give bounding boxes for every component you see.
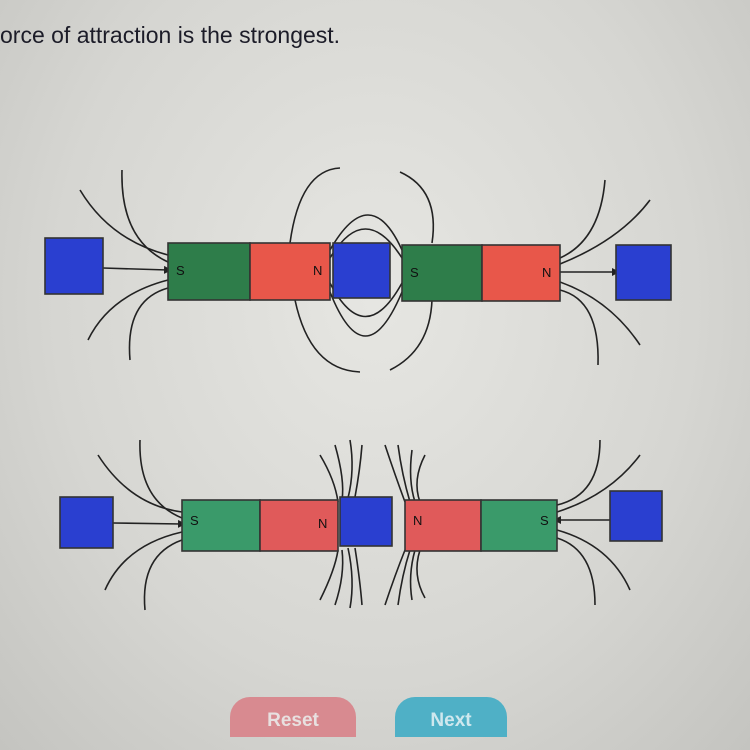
pole-label: N (413, 513, 422, 528)
steel-block-right (609, 490, 663, 542)
magnet-south (181, 499, 261, 552)
magnet-north (249, 242, 331, 301)
steel-block-middle (339, 496, 393, 547)
steel-block-left (44, 237, 104, 295)
steel-block-right (615, 244, 672, 301)
diagram-2[interactable]: S N N S (59, 439, 663, 611)
magnet-south (401, 244, 483, 302)
steel-block-left (59, 496, 114, 549)
pole-label: N (542, 265, 551, 280)
diagram-1[interactable]: S N S N (44, 167, 672, 373)
pole-label: N (318, 516, 327, 531)
magnet-north (481, 244, 561, 302)
magnet-north (404, 499, 482, 552)
magnet-south (480, 499, 558, 552)
pole-label: S (176, 263, 185, 278)
pole-label: S (190, 513, 199, 528)
steel-block-middle (332, 242, 391, 299)
next-button[interactable]: Next (395, 697, 507, 737)
question-prompt: orce of attraction is the strongest. (0, 22, 341, 48)
pole-label: N (313, 263, 322, 278)
field-lines (97, 439, 641, 611)
pole-label: S (540, 513, 549, 528)
magnet-north (259, 499, 339, 552)
pole-label: S (410, 265, 419, 280)
reset-button[interactable]: Reset (230, 697, 356, 737)
